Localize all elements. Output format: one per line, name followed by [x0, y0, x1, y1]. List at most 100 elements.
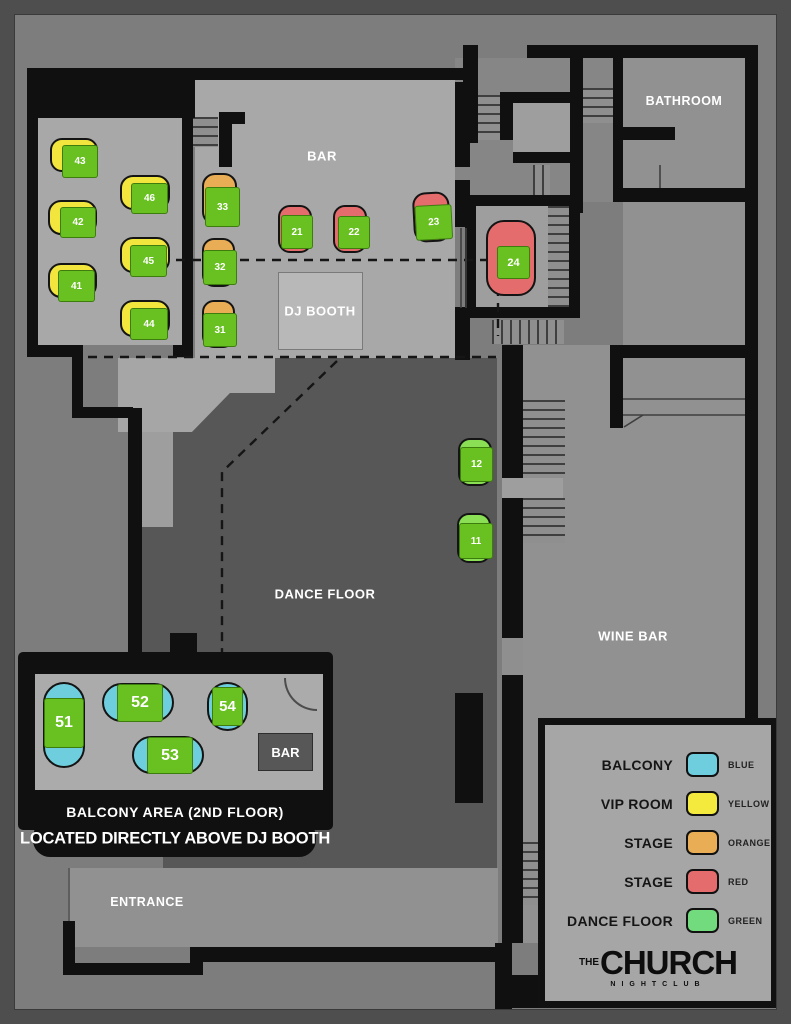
wall	[465, 195, 580, 206]
stairs-vestibule-east	[583, 88, 613, 123]
table-22[interactable]: 22	[333, 205, 370, 253]
stairs-main-upper	[523, 400, 565, 478]
legend-color-name: GREEN	[728, 915, 763, 926]
legend-color-swatch	[686, 752, 719, 777]
wall	[455, 307, 470, 360]
table-22-number: 22	[338, 216, 370, 249]
stair-room-floor	[513, 103, 570, 152]
storage-room-floor	[623, 202, 745, 345]
logo-prefix: THE	[579, 956, 599, 968]
stair-gap	[502, 633, 523, 675]
wall	[219, 112, 245, 124]
wall	[202, 947, 498, 962]
stairs-below-stage24	[492, 320, 564, 344]
wall	[63, 921, 75, 975]
wall	[610, 345, 623, 428]
table-43[interactable]: 43	[50, 138, 98, 178]
wall	[513, 152, 583, 163]
table-11-number: 11	[459, 523, 493, 559]
table-53-number: 53	[147, 737, 193, 774]
legend-color-swatch	[686, 791, 719, 816]
wall	[500, 92, 513, 140]
table-54-number: 54	[212, 687, 243, 726]
wall	[569, 195, 580, 318]
table-41[interactable]: 41	[48, 263, 97, 302]
wall	[27, 68, 38, 357]
legend-color-swatch	[686, 830, 719, 855]
stairs-vip	[193, 117, 218, 147]
stage-step-strip	[142, 432, 173, 527]
balcony-subtitle: LOCATED DIRECTLY ABOVE DJ BOOTH	[19, 829, 331, 848]
table-21[interactable]: 21	[278, 205, 313, 253]
table-52-number: 52	[117, 684, 163, 722]
table-31[interactable]: 31	[202, 300, 237, 348]
table-45[interactable]: 45	[120, 237, 170, 277]
wall	[527, 45, 758, 58]
table-51[interactable]: 51	[43, 682, 85, 768]
stairs-stage24	[548, 206, 569, 307]
table-32[interactable]: 32	[202, 238, 237, 287]
logo-name: CHURCH	[600, 944, 738, 981]
stairs-vestibule-west	[478, 95, 502, 140]
entrance-label: ENTRANCE	[110, 895, 184, 909]
wall	[182, 110, 193, 357]
wall	[613, 127, 675, 140]
table-46-number: 46	[131, 183, 168, 214]
legend-area-label: STAGE	[624, 834, 673, 851]
table-44[interactable]: 44	[120, 300, 170, 340]
legend-color-name: BLUE	[728, 759, 755, 770]
balcony-title: BALCONY AREA (2ND FLOOR)	[66, 804, 284, 820]
stairs-main-lower	[523, 498, 565, 543]
table-43-number: 43	[62, 145, 98, 178]
table-46[interactable]: 46	[120, 175, 170, 214]
wall	[465, 307, 580, 318]
table-41-number: 41	[58, 270, 95, 302]
balcony-subtitle-bar	[33, 820, 316, 857]
table-31-number: 31	[203, 313, 237, 347]
legend-color-name: ORANGE	[728, 837, 771, 848]
wall	[465, 195, 476, 318]
table-53[interactable]: 53	[132, 736, 204, 774]
table-33[interactable]: 33	[202, 173, 240, 227]
wine-bar-label: WINE BAR	[598, 628, 668, 644]
dj-booth	[278, 272, 363, 350]
table-12-number: 12	[460, 447, 493, 482]
table-42-number: 42	[60, 207, 96, 238]
table-12[interactable]: 12	[458, 438, 493, 486]
wall	[27, 68, 195, 118]
stairs-stub-north	[533, 165, 550, 195]
legend-row-3: STAGE ORANGE	[545, 823, 771, 862]
wall	[610, 345, 753, 358]
table-51-number: 51	[44, 698, 84, 748]
wall	[502, 498, 523, 638]
table-24[interactable]: 24	[486, 220, 536, 296]
wall	[495, 943, 512, 1009]
table-23[interactable]: 23	[411, 191, 454, 243]
entrance-edge-line	[68, 868, 70, 926]
bar-label: BAR	[307, 148, 337, 164]
stairs-south	[521, 842, 543, 905]
table-45-number: 45	[130, 245, 167, 277]
table-42[interactable]: 42	[48, 200, 97, 238]
wall	[219, 112, 232, 167]
club-logo: THE CHURCH NIGHTCLUB	[545, 946, 771, 988]
wall	[72, 407, 133, 418]
stair-landing	[502, 478, 563, 498]
table-24-number: 24	[497, 246, 530, 279]
bathroom-label: BATHROOM	[645, 94, 723, 108]
wall	[613, 188, 745, 202]
table-21-number: 21	[281, 215, 313, 249]
entrance-floor	[70, 868, 498, 947]
table-54[interactable]: 54	[207, 682, 248, 731]
wall	[173, 345, 193, 357]
dance-floor-pillar	[455, 693, 483, 803]
table-11[interactable]: 11	[457, 513, 493, 563]
table-52[interactable]: 52	[102, 683, 174, 722]
balcony-bar: BAR	[258, 733, 313, 771]
